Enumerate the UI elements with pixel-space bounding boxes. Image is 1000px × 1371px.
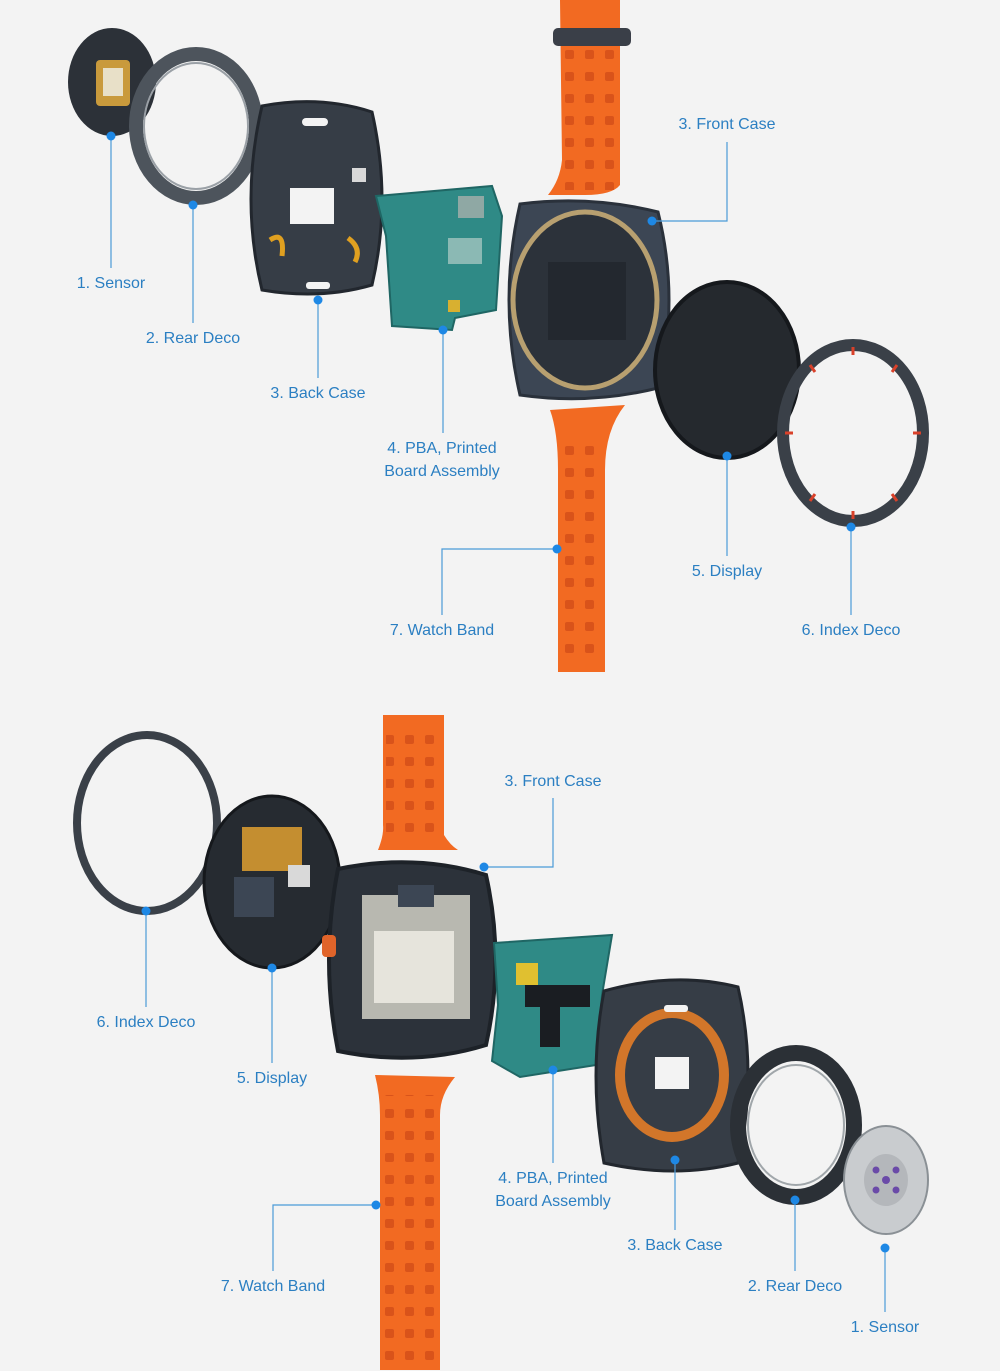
watch-band-lower bbox=[550, 405, 625, 672]
top-leader-lines bbox=[110, 136, 852, 615]
back-case-part-rear bbox=[594, 978, 750, 1173]
bottom-label-index-deco: 6. Index Deco bbox=[96, 1014, 196, 1031]
top-anchor-dots bbox=[106, 131, 856, 554]
index-deco-part-rear bbox=[73, 731, 221, 915]
back-case-part bbox=[249, 100, 384, 296]
display-part-rear bbox=[202, 794, 342, 970]
watch-band-lower-rear bbox=[375, 1075, 455, 1370]
watch-band-upper bbox=[548, 0, 631, 195]
bottom-label-back-case: 3. Back Case bbox=[627, 1237, 723, 1254]
top-label-pba-line2: Board Assembly bbox=[384, 463, 500, 480]
front-case-part-rear bbox=[322, 860, 498, 1060]
pba-board-part bbox=[374, 184, 504, 332]
bottom-label-display: 5. Display bbox=[236, 1070, 308, 1087]
watch-band-upper-rear bbox=[378, 715, 458, 850]
top-label-watch-band: 7. Watch Band bbox=[389, 622, 495, 639]
pba-board-part-rear bbox=[490, 933, 614, 1079]
bottom-label-pba-line1: 4. PBA, Printed bbox=[498, 1170, 608, 1187]
top-label-front-case: 3. Front Case bbox=[678, 116, 776, 133]
top-label-back-case: 3. Back Case bbox=[270, 385, 366, 402]
top-label-sensor: 1. Sensor bbox=[76, 275, 146, 292]
top-label-rear-deco: 2. Rear Deco bbox=[145, 330, 241, 347]
rear-deco-part bbox=[129, 47, 263, 205]
bottom-label-sensor: 1. Sensor bbox=[850, 1319, 920, 1336]
rear-deco-part-rear bbox=[730, 1045, 862, 1205]
top-label-display: 5. Display bbox=[691, 563, 763, 580]
top-label-pba-line1: 4. PBA, Printed bbox=[387, 440, 497, 457]
bottom-label-watch-band: 7. Watch Band bbox=[220, 1278, 326, 1295]
sensor-part-rear bbox=[843, 1125, 929, 1235]
bottom-label-front-case: 3. Front Case bbox=[504, 773, 602, 790]
top-illustration bbox=[68, 0, 929, 672]
bottom-anchor-dots bbox=[141, 862, 890, 1253]
top-label-index-deco: 6. Index Deco bbox=[801, 622, 901, 639]
bottom-label-pba-line2: Board Assembly bbox=[495, 1193, 611, 1210]
bottom-leader-lines bbox=[145, 798, 886, 1312]
top-exploded-view: 1. Sensor 2. Rear Deco 3. Back Case 4. P… bbox=[0, 0, 1000, 685]
bottom-label-rear-deco: 2. Rear Deco bbox=[747, 1278, 843, 1295]
front-case-part bbox=[507, 199, 671, 401]
bottom-illustration bbox=[73, 715, 929, 1370]
bottom-exploded-view: 6. Index Deco 5. Display 3. Front Case 4… bbox=[0, 685, 1000, 1370]
index-deco-part bbox=[777, 339, 929, 527]
